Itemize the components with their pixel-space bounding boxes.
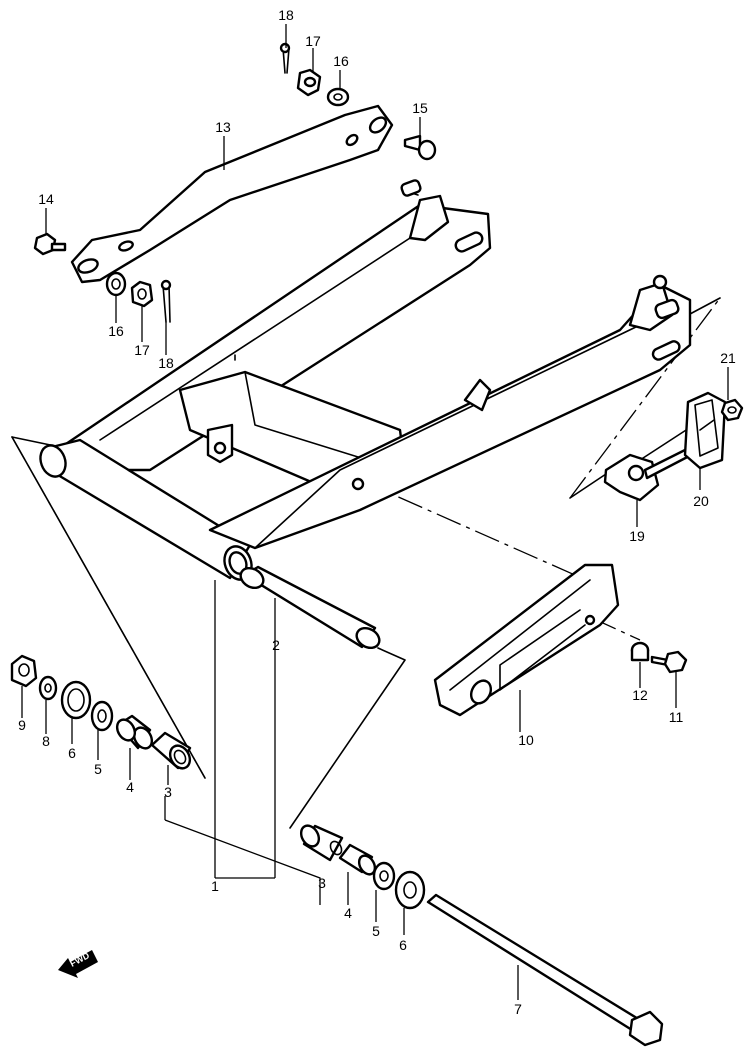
callout-14: 14 xyxy=(38,191,54,207)
pivot-pipe xyxy=(239,565,381,650)
callout-21: 21 xyxy=(720,350,736,366)
callout-numbers: 18 17 16 13 15 14 16 17 18 21 20 19 2 10… xyxy=(18,7,736,1017)
callout-16-lower: 16 xyxy=(108,323,124,339)
spacer-4-left xyxy=(115,714,154,750)
bolt-15 xyxy=(403,134,437,161)
washer-16-lower xyxy=(105,271,127,297)
callout-3-left: 3 xyxy=(164,784,172,800)
callout-leaders xyxy=(21,24,729,1000)
bearing-3-left xyxy=(150,731,192,770)
callout-16-top: 16 xyxy=(333,53,349,69)
bolt-14 xyxy=(33,232,67,256)
callout-18-top: 18 xyxy=(278,7,294,23)
callout-5-right: 5 xyxy=(372,923,380,939)
nut-17-top xyxy=(296,68,322,97)
callout-11: 11 xyxy=(669,709,684,725)
cotter-pin-top xyxy=(279,42,291,74)
callout-19: 19 xyxy=(629,528,645,544)
callout-4-right: 4 xyxy=(344,905,352,921)
pivot-shaft xyxy=(426,893,664,1047)
callout-2: 2 xyxy=(272,637,280,653)
nut-17-lower xyxy=(130,280,154,308)
callout-10: 10 xyxy=(518,732,534,748)
bolt-11 xyxy=(650,650,688,674)
callout-6-right: 6 xyxy=(399,937,407,953)
callout-4-left: 4 xyxy=(126,779,134,795)
washer-8 xyxy=(38,675,58,701)
callout-15: 15 xyxy=(412,100,428,116)
callout-5-left: 5 xyxy=(94,761,102,777)
callout-6-left: 6 xyxy=(68,745,76,761)
washer-16-top xyxy=(326,87,350,107)
cover-6-right xyxy=(394,870,426,910)
chain-adjuster-plate-20 xyxy=(683,391,727,470)
chain-buffer xyxy=(433,563,620,717)
swingarm xyxy=(39,179,692,581)
callout-12: 12 xyxy=(632,687,648,703)
callout-1: 1 xyxy=(211,878,219,894)
nut-9 xyxy=(10,654,38,688)
callout-3-right: 3 xyxy=(318,875,326,891)
collar-12 xyxy=(630,641,650,662)
spacer-4-right xyxy=(338,843,377,876)
cotter-pin-lower xyxy=(160,279,172,323)
callout-8: 8 xyxy=(42,733,50,749)
callout-13: 13 xyxy=(215,119,231,135)
callout-18-lower: 18 xyxy=(158,355,174,371)
washer-5-left xyxy=(90,700,114,732)
callout-17-top: 17 xyxy=(305,33,321,49)
fwd-arrow: FWD xyxy=(58,950,98,978)
cover-6-left xyxy=(60,680,92,720)
nut-21 xyxy=(720,398,744,422)
torque-rod xyxy=(70,104,394,284)
callout-7: 7 xyxy=(514,1001,522,1017)
callout-17-lower: 17 xyxy=(134,342,150,358)
callout-9: 9 xyxy=(18,717,26,733)
callout-20: 20 xyxy=(693,493,709,509)
washer-5-right xyxy=(372,861,396,891)
bearing-3-right xyxy=(299,824,344,862)
